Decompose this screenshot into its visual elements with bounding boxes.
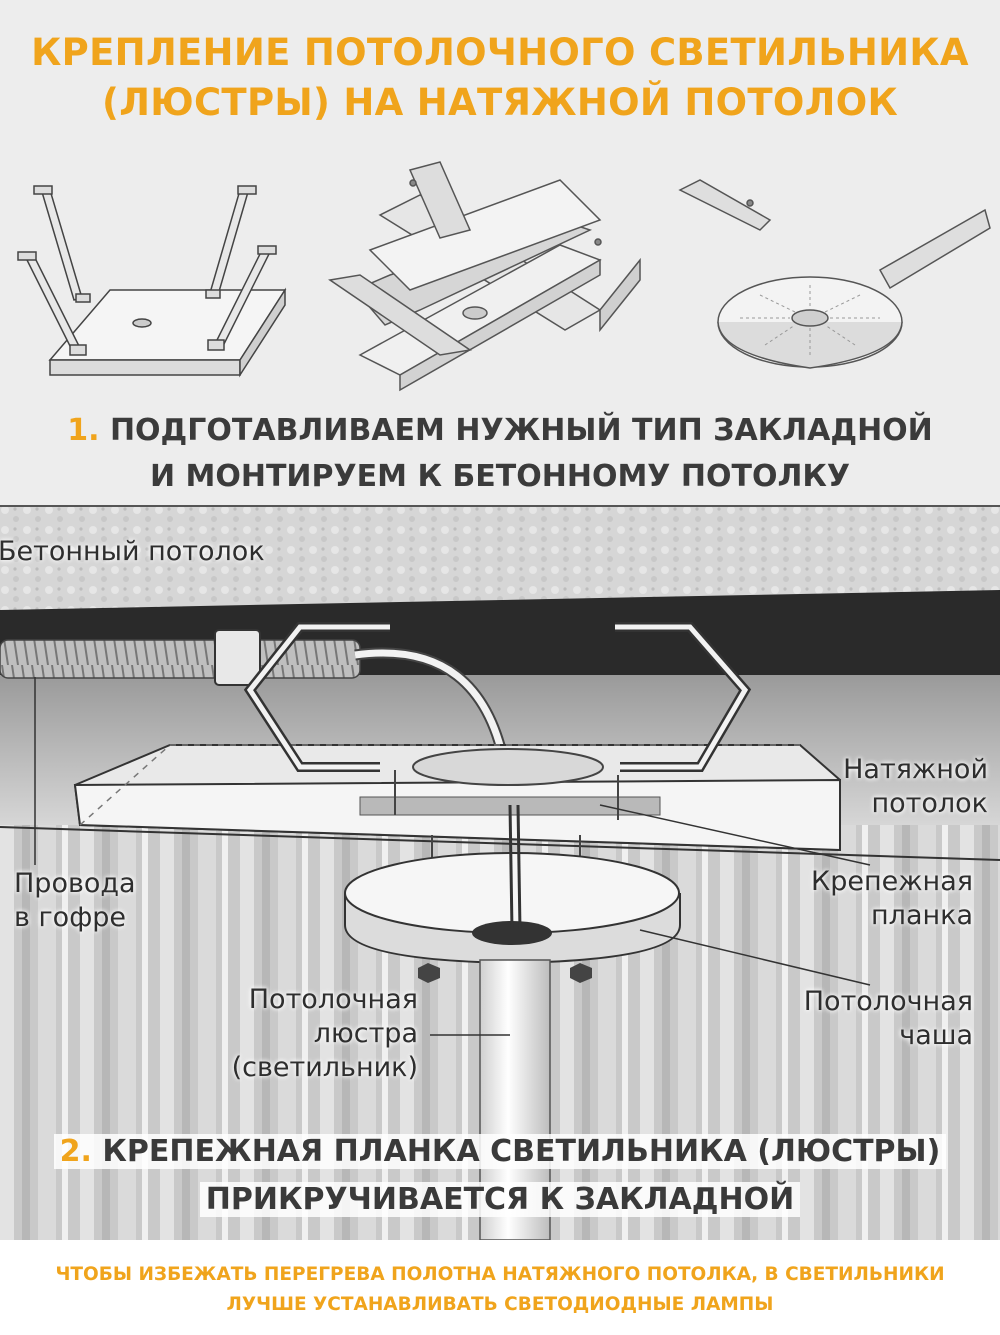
step-2-line-2: ПРИКРУЧИВАЕТСЯ К ЗАКЛАДНОЙ — [199, 1182, 801, 1217]
title-line-2: (ЛЮСТРЫ) НА НАТЯЖНОЙ ПОТОЛОК — [101, 81, 899, 124]
label-concrete-ceiling: Бетонный потолок — [0, 536, 265, 567]
ceiling-cup — [344, 804, 681, 965]
step-2-number: 2. — [59, 1134, 92, 1169]
label-mounting-bar: Крепежная планка — [811, 866, 973, 931]
step-2-heading: 2. КРЕПЕЖНАЯ ПЛАНКА СВЕТИЛЬНИКА (ЛЮСТРЫ)… — [0, 1128, 1000, 1224]
step-1-line-1: ПОДГОТАВЛИВАЕМ НУЖНЫЙ ТИП ЗАКЛАДНОЙ — [109, 413, 933, 448]
footer-line-1: ЧТОБЫ ИЗБЕЖАТЬ ПЕРЕГРЕВА ПОЛОТНА НАТЯЖНО… — [55, 1264, 945, 1285]
label-chandelier: Потолочная люстра (светильник) — [231, 984, 418, 1083]
page-title: КРЕПЛЕНИЕ ПОТОЛОЧНОГО СВЕТИЛЬНИКА (ЛЮСТР… — [0, 28, 1000, 128]
label-stretch-ceiling: Натяжной потолок — [843, 754, 988, 819]
footer-line-2: ЛУЧШЕ УСТАНАВЛИВАТЬ СВЕТОДИОДНЫЕ ЛАМПЫ — [226, 1294, 774, 1315]
footer-note: ЧТОБЫ ИЗБЕЖАТЬ ПЕРЕГРЕВА ПОЛОТНА НАТЯЖНО… — [0, 1240, 1000, 1335]
mount-types — [0, 150, 1000, 400]
label-ceiling-cup: Потолочная чаша — [803, 986, 973, 1051]
label-wires: Провода в гофре — [14, 868, 136, 933]
installation-diagram: Бетонный потолок Натяжной потолок Провод… — [0, 505, 1000, 1241]
square-mount-icon — [17, 185, 287, 378]
concrete-ceiling — [0, 505, 1000, 610]
step-1-number: 1. — [67, 413, 100, 448]
title-line-1: КРЕПЛЕНИЕ ПОТОЛОЧНОГО СВЕТИЛЬНИКА — [31, 31, 969, 74]
step-1-heading: 1. ПОДГОТАВЛИВАЕМ НУЖНЫЙ ТИП ЗАКЛАДНОЙ И… — [0, 408, 1000, 500]
round-mount-icon — [678, 179, 991, 369]
cross-mount-icon — [328, 161, 641, 392]
step-1-line-2: И МОНТИРУЕМ К БЕТОННОМУ ПОТОЛКУ — [149, 459, 851, 494]
leader-lines — [34, 677, 871, 1036]
step-2-line-1: КРЕПЕЖНАЯ ПЛАНКА СВЕТИЛЬНИКА (ЛЮСТРЫ) — [102, 1134, 941, 1169]
